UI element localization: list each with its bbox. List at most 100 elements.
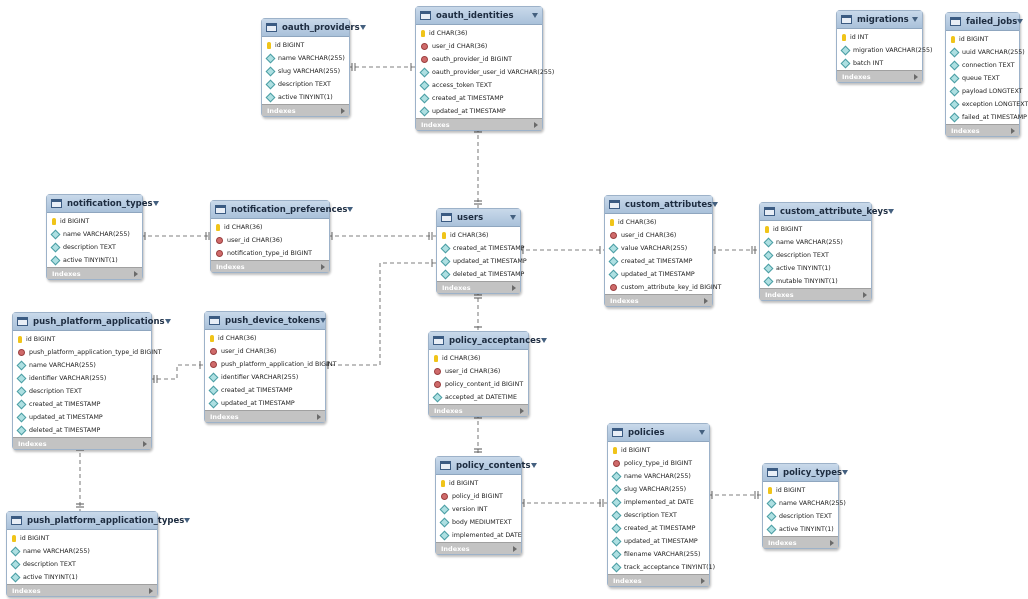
table-header[interactable]: notification_preferences xyxy=(211,201,354,219)
indexes-section[interactable]: Indexes xyxy=(205,410,325,422)
column-row[interactable]: oauth_provider_user_id VARCHAR(255) xyxy=(416,66,554,79)
column-row[interactable]: notification_type_id BIGINT xyxy=(211,247,329,260)
column-row[interactable]: updated_at TIMESTAMP xyxy=(205,397,325,410)
table-header[interactable]: policy_types xyxy=(763,464,849,482)
indexes-section[interactable]: Indexes xyxy=(429,404,528,416)
column-row[interactable]: description TEXT xyxy=(608,509,709,522)
column-row[interactable]: connection TEXT xyxy=(946,59,1019,72)
indexes-section[interactable]: Indexes xyxy=(211,260,329,272)
table-header[interactable]: failed_jobs xyxy=(946,13,1024,31)
column-row[interactable]: updated_at TIMESTAMP xyxy=(437,255,527,268)
collapse-arrow-icon[interactable] xyxy=(699,430,705,435)
indexes-section[interactable]: Indexes xyxy=(760,288,871,300)
collapse-arrow-icon[interactable] xyxy=(164,319,171,324)
expand-arrow-icon[interactable] xyxy=(134,270,138,277)
column-row[interactable]: created_at TIMESTAMP xyxy=(437,242,524,255)
table-header[interactable]: migrations xyxy=(837,11,922,29)
column-row[interactable]: updated_at TIMESTAMP xyxy=(416,105,542,118)
column-row[interactable]: updated_at TIMESTAMP xyxy=(608,535,709,548)
column-row[interactable]: body MEDIUMTEXT xyxy=(436,516,521,529)
table-header[interactable]: push_platform_applications xyxy=(13,313,171,331)
column-row[interactable]: active TINYINT(1) xyxy=(47,254,142,267)
table-header[interactable]: custom_attributes xyxy=(605,196,719,214)
indexes-section[interactable]: Indexes xyxy=(437,281,520,293)
expand-arrow-icon[interactable] xyxy=(513,545,517,552)
column-row[interactable]: name VARCHAR(255) xyxy=(47,228,142,241)
indexes-section[interactable]: Indexes xyxy=(47,267,142,279)
column-row[interactable]: exception LONGTEXT xyxy=(946,98,1028,111)
column-row[interactable]: payload LONGTEXT xyxy=(946,85,1023,98)
column-row[interactable]: active TINYINT(1) xyxy=(763,523,838,536)
column-row[interactable]: identifier VARCHAR(255) xyxy=(205,371,325,384)
table-header[interactable]: custom_attribute_keys xyxy=(760,203,895,221)
indexes-section[interactable]: Indexes xyxy=(605,294,712,306)
column-row[interactable]: user_id CHAR(36) xyxy=(205,345,325,358)
column-row[interactable]: id BIGINT xyxy=(47,215,142,228)
table-header[interactable]: push_device_tokens xyxy=(205,312,327,330)
column-row[interactable]: name VARCHAR(255) xyxy=(13,359,151,372)
collapse-arrow-icon[interactable] xyxy=(530,463,537,468)
column-row[interactable]: policy_type_id BIGINT xyxy=(608,457,709,470)
expand-arrow-icon[interactable] xyxy=(534,121,538,128)
table-header[interactable]: notification_types xyxy=(47,195,159,213)
column-row[interactable]: push_platform_application_type_id BIGINT xyxy=(13,346,162,359)
indexes-section[interactable]: Indexes xyxy=(608,574,709,586)
collapse-arrow-icon[interactable] xyxy=(359,25,366,30)
column-row[interactable]: user_id CHAR(36) xyxy=(429,365,528,378)
expand-arrow-icon[interactable] xyxy=(317,413,321,420)
table-header[interactable]: push_platform_application_types xyxy=(7,512,191,530)
column-row[interactable]: id CHAR(36) xyxy=(437,229,520,242)
column-row[interactable]: mutable TINYINT(1) xyxy=(760,275,871,288)
indexes-section[interactable]: Indexes xyxy=(946,124,1019,136)
collapse-arrow-icon[interactable] xyxy=(1017,19,1024,24)
expand-arrow-icon[interactable] xyxy=(341,107,345,114)
column-row[interactable]: id BIGINT xyxy=(763,484,838,497)
column-row[interactable]: active TINYINT(1) xyxy=(262,91,349,104)
column-row[interactable]: id INT xyxy=(837,31,922,44)
column-row[interactable]: implemented_at DATE xyxy=(608,496,709,509)
column-row[interactable]: id BIGINT xyxy=(946,33,1019,46)
column-row[interactable]: version INT xyxy=(436,503,521,516)
column-row[interactable]: push_platform_application_id BIGINT xyxy=(205,358,336,371)
collapse-arrow-icon[interactable] xyxy=(184,518,191,523)
collapse-arrow-icon[interactable] xyxy=(347,207,354,212)
expand-arrow-icon[interactable] xyxy=(512,284,516,291)
indexes-section[interactable]: Indexes xyxy=(13,437,151,449)
column-row[interactable]: slug VARCHAR(255) xyxy=(262,65,349,78)
column-row[interactable]: created_at TIMESTAMP xyxy=(205,384,325,397)
collapse-arrow-icon[interactable] xyxy=(152,201,159,206)
indexes-section[interactable]: Indexes xyxy=(436,542,521,554)
column-row[interactable]: oauth_provider_id BIGINT xyxy=(416,53,542,66)
column-row[interactable]: user_id CHAR(36) xyxy=(605,229,712,242)
expand-arrow-icon[interactable] xyxy=(143,440,147,447)
column-row[interactable]: name VARCHAR(255) xyxy=(7,545,157,558)
column-row[interactable]: name VARCHAR(255) xyxy=(262,52,349,65)
column-row[interactable]: custom_attribute_key_id BIGINT xyxy=(605,281,721,294)
expand-arrow-icon[interactable] xyxy=(863,291,867,298)
column-row[interactable]: name VARCHAR(255) xyxy=(608,470,709,483)
indexes-section[interactable]: Indexes xyxy=(837,70,922,82)
column-row[interactable]: created_at TIMESTAMP xyxy=(416,92,542,105)
collapse-arrow-icon[interactable] xyxy=(912,17,918,22)
column-row[interactable]: implemented_at DATE xyxy=(436,529,522,542)
column-row[interactable]: user_id CHAR(36) xyxy=(211,234,329,247)
column-row[interactable]: name VARCHAR(255) xyxy=(763,497,846,510)
column-row[interactable]: updated_at TIMESTAMP xyxy=(13,411,151,424)
column-row[interactable]: uuid VARCHAR(255) xyxy=(946,46,1025,59)
table-header[interactable]: policy_contents xyxy=(436,457,537,475)
column-row[interactable]: active TINYINT(1) xyxy=(760,262,871,275)
expand-arrow-icon[interactable] xyxy=(830,539,834,546)
